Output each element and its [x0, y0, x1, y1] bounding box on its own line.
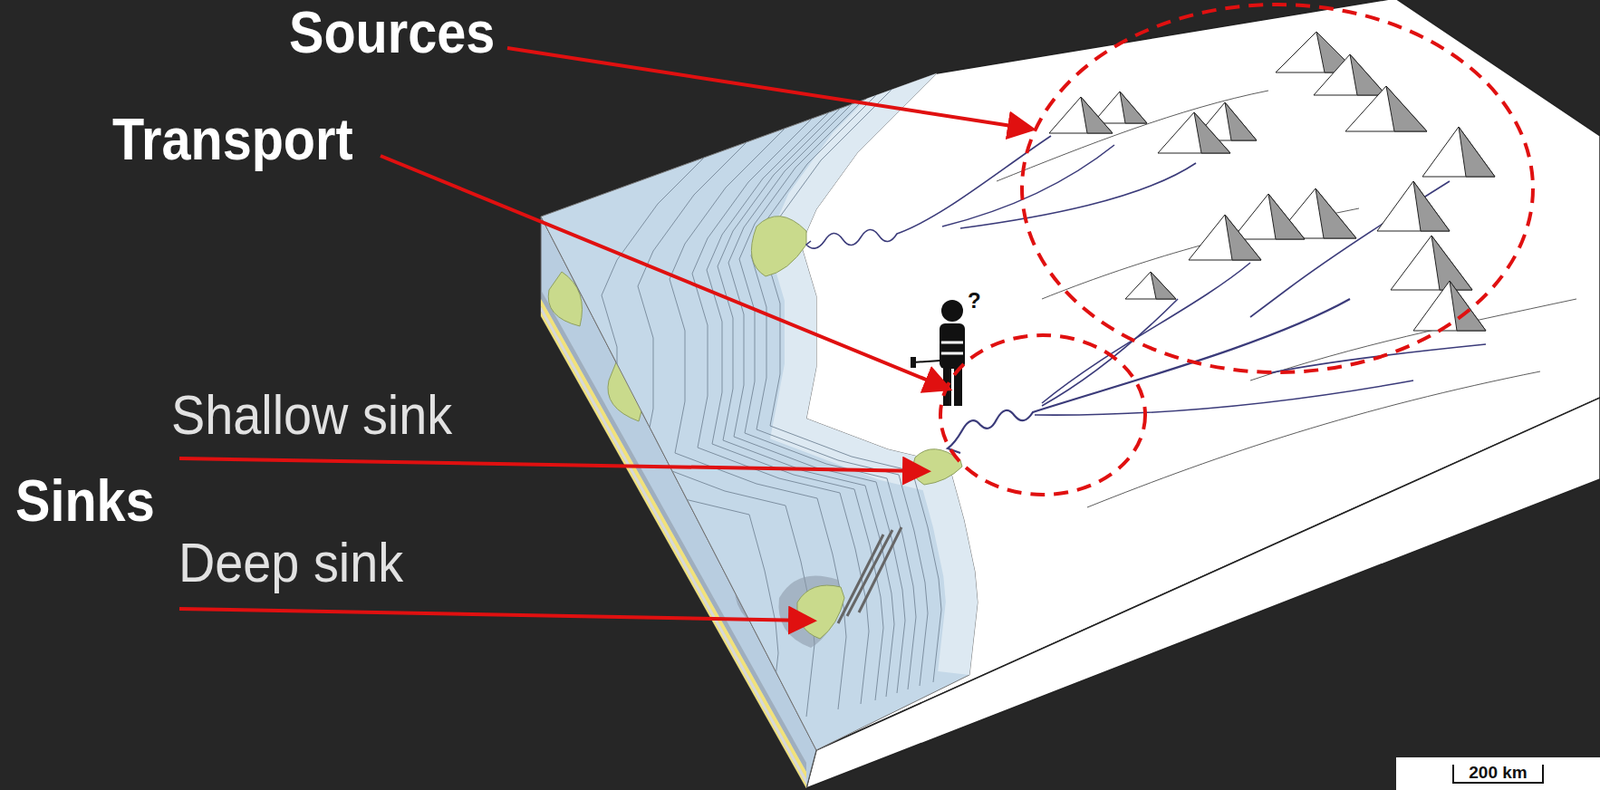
- callout-label: Transport: [112, 110, 354, 169]
- ridge-line: [996, 90, 1577, 508]
- scale-bar: 200 km: [1396, 757, 1600, 790]
- river: [960, 163, 1196, 229]
- scale-text: 200 km: [1452, 764, 1543, 784]
- mountain-shade: [1268, 193, 1305, 240]
- leader-arrow: [179, 608, 810, 621]
- leader-arrow: [507, 48, 1030, 129]
- mountain-shade: [1413, 181, 1450, 232]
- bathymetry: [601, 73, 978, 726]
- mountain: [1313, 54, 1387, 96]
- mountain: [1390, 235, 1473, 290]
- contour: [751, 84, 928, 686]
- vest-stripe: [941, 341, 964, 345]
- canyon: [838, 527, 902, 624]
- dashed-circle: [940, 335, 1146, 495]
- contour: [739, 87, 916, 690]
- hammer: [910, 356, 916, 368]
- mountain: [1092, 91, 1147, 124]
- mountain-shade: [1224, 102, 1257, 141]
- river: [1041, 298, 1178, 406]
- mountain-shade: [1458, 126, 1495, 177]
- mountain-shade: [1386, 86, 1427, 132]
- hammer: [913, 360, 941, 363]
- contour: [601, 124, 779, 726]
- mountain-shade: [1194, 112, 1231, 154]
- mountain: [1049, 96, 1113, 134]
- river: [1034, 380, 1414, 415]
- leader-arrow: [380, 155, 946, 388]
- leader-arrow: [179, 458, 925, 472]
- contour: [717, 95, 895, 697]
- group-label: Sinks: [15, 472, 155, 531]
- mountain-shade: [1349, 54, 1387, 96]
- mountain-shade: [1224, 214, 1262, 261]
- contour: [728, 91, 906, 694]
- river: [942, 144, 1115, 227]
- mountains: [1049, 31, 1495, 331]
- mountain: [1232, 193, 1305, 240]
- mountain: [1125, 271, 1176, 299]
- mountain-shade: [1150, 271, 1176, 299]
- head: [941, 299, 964, 322]
- callout-label: Deep sink: [178, 534, 404, 591]
- river: [1041, 262, 1251, 404]
- river: [806, 135, 1051, 249]
- vest-stripe: [941, 352, 964, 356]
- mountain-shade: [1080, 96, 1113, 134]
- mountain: [1157, 112, 1231, 154]
- mountain-shade: [1119, 91, 1147, 124]
- mountain-shade: [1449, 280, 1486, 331]
- mountain: [1188, 214, 1262, 261]
- body: [939, 323, 965, 369]
- contour: [764, 80, 942, 683]
- sea: [540, 73, 978, 751]
- mountain-shade: [1431, 235, 1473, 290]
- dashed-circle: [1021, 4, 1533, 373]
- river: [1250, 181, 1450, 318]
- mountain-shade: [1315, 188, 1357, 239]
- river: [947, 298, 1350, 454]
- mountain: [1377, 181, 1450, 232]
- mountain: [1345, 86, 1427, 132]
- question-mark: ?: [967, 289, 982, 312]
- callout-label: Sources: [289, 3, 495, 62]
- rivers: [806, 135, 1486, 454]
- contour: [706, 98, 884, 701]
- fan: [751, 216, 807, 277]
- callout-label: Shallow sink: [171, 386, 453, 444]
- fan: [797, 585, 845, 639]
- mountain: [1422, 126, 1495, 177]
- geologist-icon: [910, 299, 965, 406]
